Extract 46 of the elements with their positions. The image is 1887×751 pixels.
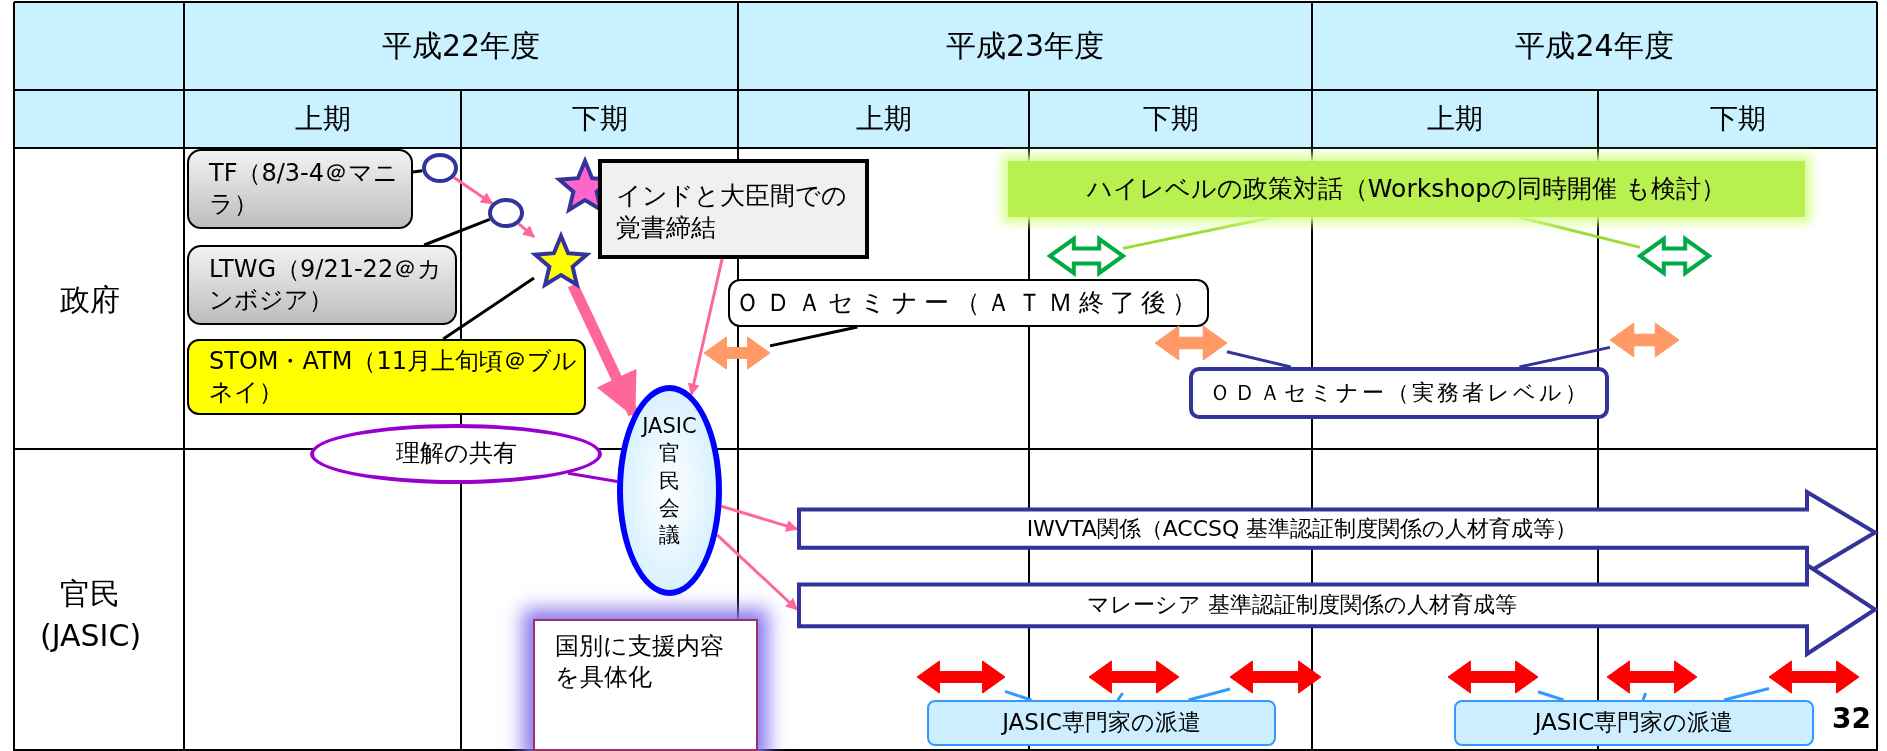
half-year-header: 上期 (294, 101, 351, 137)
leader-line (412, 169, 423, 174)
callout-box: STOM・ATM（11月上旬頃＠ブルネイ） (187, 339, 586, 415)
arrow-text: IWVTA関係（ACCSQ 基準認証制度関係の人材育成等） (1026, 514, 1578, 543)
arrow (453, 176, 494, 205)
arrow-text: マレーシア 基準認証制度関係の人材育成等 (1087, 591, 1517, 620)
arrow (517, 222, 535, 239)
glowing-callout: ハイレベルの政策対話（Workshopの同時開催 も検討） (1008, 161, 1805, 217)
year-header: 平成23年度 (945, 26, 1105, 65)
leader-line (1723, 687, 1770, 702)
callout-box: JASIC専門家の派遣 (1454, 700, 1814, 746)
callout-box: ＯＤＡセミナー（実務者レベル） (1189, 367, 1609, 419)
leader-line (1122, 215, 1274, 250)
year-header: 平成22年度 (381, 26, 541, 65)
arrow (720, 504, 799, 532)
leader-line (1518, 215, 1641, 249)
callout-box: TF（8/3-4＠マニラ） (187, 149, 413, 229)
leader-line (1641, 692, 1648, 701)
half-year-header: 下期 (1709, 101, 1766, 137)
arrow (687, 258, 724, 396)
half-year-header: 下期 (571, 101, 628, 137)
leader-line (769, 325, 858, 348)
leader-line (1537, 690, 1564, 702)
leader-line (567, 471, 618, 484)
half-year-header: 上期 (1427, 101, 1483, 137)
half-year-header: 下期 (1142, 101, 1199, 137)
leader-line (1116, 692, 1124, 701)
arrow (716, 533, 799, 611)
glowing-box: 国別に支援内容を具体化 (533, 619, 758, 751)
row-header: 政府 (60, 280, 120, 319)
half-year-header: 上期 (855, 101, 912, 137)
leader-line (1519, 345, 1611, 369)
arrow (567, 282, 639, 418)
row-header: 官民 (JASIC) (40, 575, 140, 655)
callout-box: JASIC専門家の派遣 (927, 700, 1276, 746)
note-card: インドと大臣間での覚書締結 (598, 159, 869, 259)
leader-line (442, 276, 535, 341)
meeting-oval: JASIC官民会議 (617, 385, 722, 596)
callout-box: LTWG（9/21-22＠カンボジア） (187, 245, 457, 325)
year-header: 平成24年度 (1515, 26, 1674, 65)
leader-line (1226, 350, 1292, 369)
speech-bubble: 理解の共有 (310, 424, 602, 484)
leader-line (1004, 689, 1032, 702)
callout-box: ＯＤＡセミナー（ＡＴＭ終了後） (728, 279, 1209, 327)
leader-line (423, 218, 491, 247)
leader-line (1188, 687, 1231, 702)
